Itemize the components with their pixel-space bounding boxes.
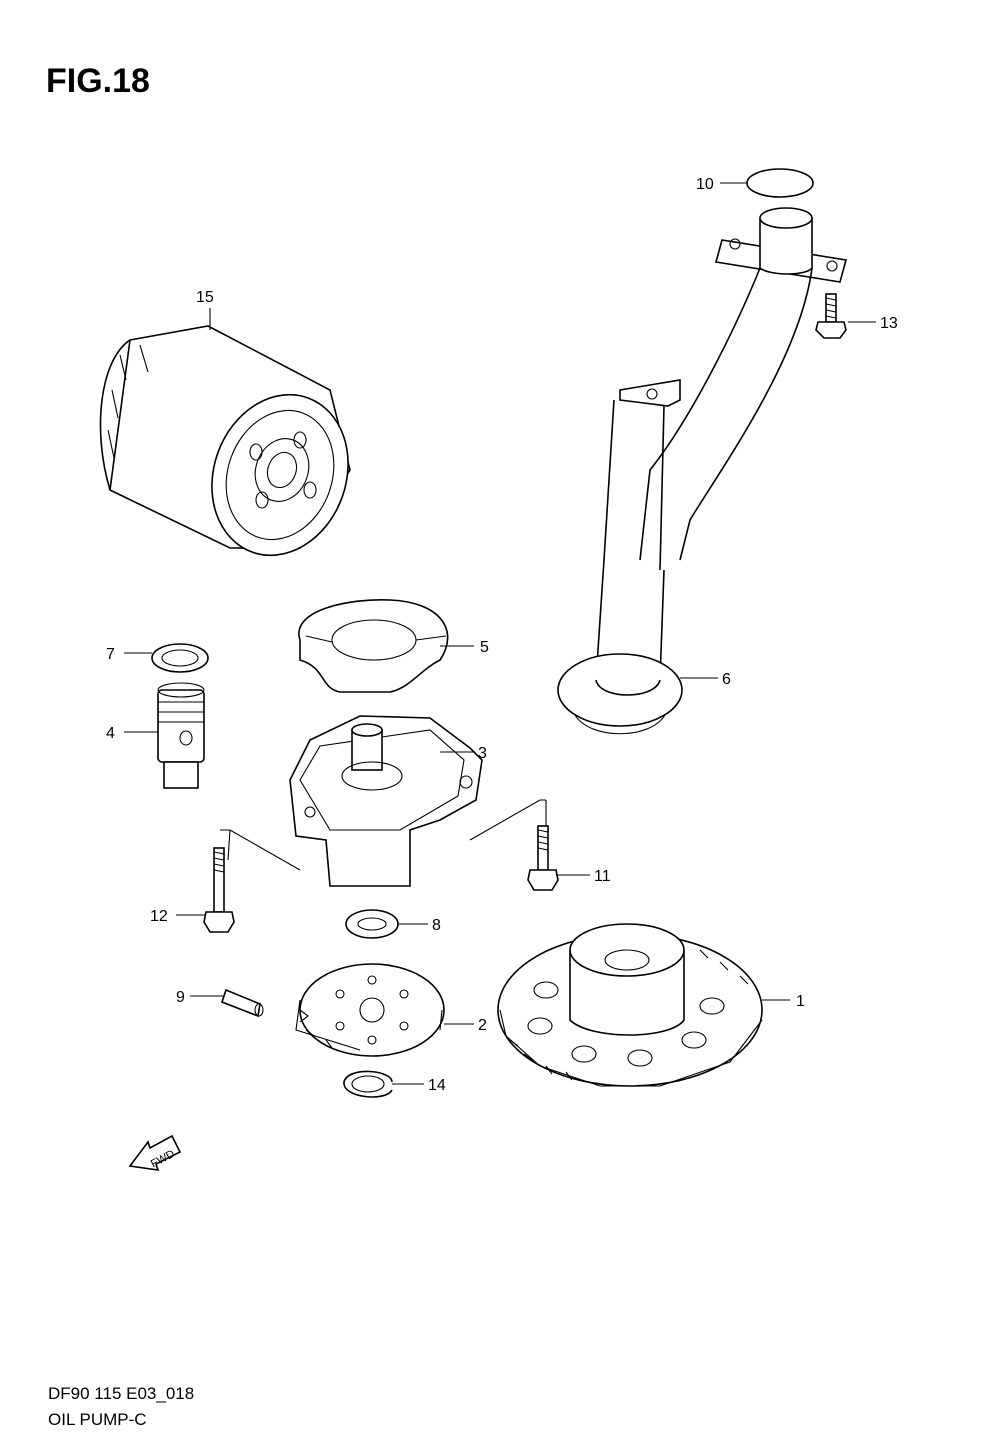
circlip-drawing xyxy=(343,1070,393,1098)
callout-15: 15 xyxy=(196,289,214,306)
washer-8-drawing xyxy=(345,909,399,939)
callout-8: 8 xyxy=(432,917,441,934)
bolt-11-drawing xyxy=(527,825,559,891)
callout-9: 9 xyxy=(176,989,185,1006)
inner-rotor-drawing xyxy=(295,963,445,1057)
callout-2: 2 xyxy=(478,1017,487,1034)
callout-14: 14 xyxy=(428,1077,446,1094)
bolt-13-drawing xyxy=(815,293,847,339)
relief-valve-drawing xyxy=(157,682,205,789)
callout-11: 11 xyxy=(594,868,611,885)
washer-7-drawing xyxy=(151,643,209,673)
oil-filter-drawing xyxy=(99,325,351,557)
forward-arrow-icon: FWD xyxy=(128,1134,182,1171)
callout-7: 7 xyxy=(106,646,115,663)
callout-12: 12 xyxy=(150,908,168,925)
figure-code: DF90 115 E03_018 xyxy=(48,1384,195,1403)
oil-strainer-drawing xyxy=(557,207,848,735)
callout-10: 10 xyxy=(696,176,714,193)
outer-gear-drawing xyxy=(497,923,763,1087)
callout-1: 1 xyxy=(796,993,805,1010)
oil-pump-case-drawing xyxy=(220,715,547,887)
bolt-12-drawing xyxy=(203,847,235,933)
callout-6: 6 xyxy=(722,671,731,688)
figure-title: FIG.18 xyxy=(46,62,150,100)
pin-drawing xyxy=(221,988,264,1018)
gasket-drawing xyxy=(298,598,449,693)
leader-lines xyxy=(124,182,876,1085)
callout-3: 3 xyxy=(478,745,487,762)
figure-name: OIL PUMP-C xyxy=(48,1410,147,1429)
callout-5: 5 xyxy=(480,639,489,656)
callout-4: 4 xyxy=(106,725,115,742)
o-ring-drawing xyxy=(746,168,814,198)
callout-13: 13 xyxy=(880,315,898,332)
